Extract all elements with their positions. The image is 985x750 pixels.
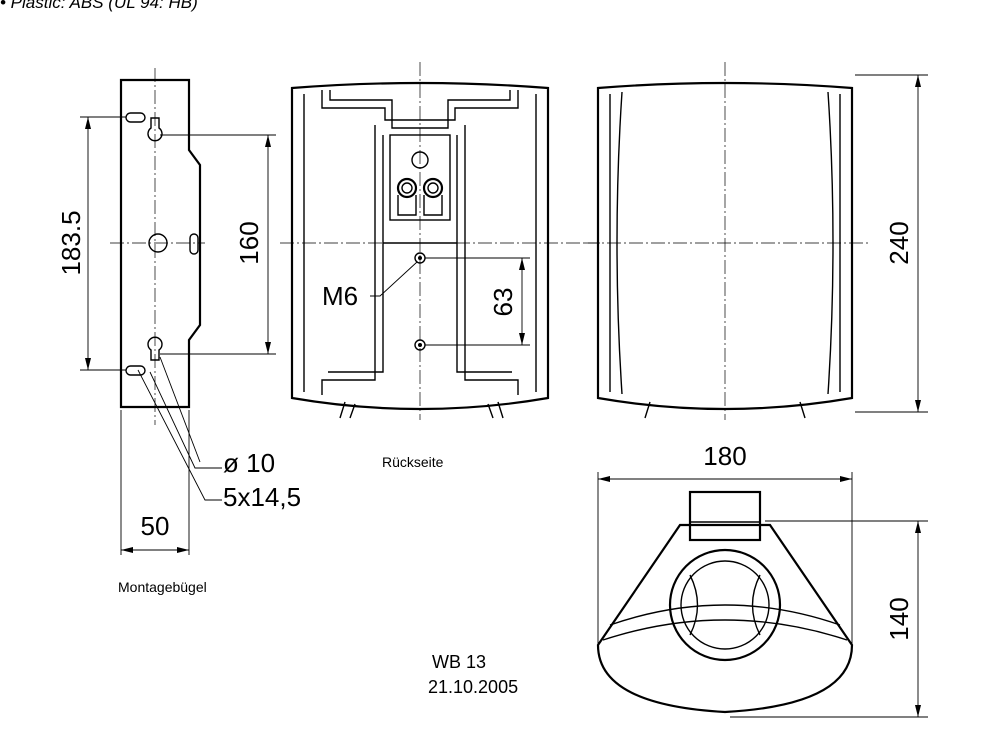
caption-rear: Rückseite [382,454,444,470]
label-slot-size: 5x14,5 [223,482,301,512]
front-outline [596,81,854,411]
bracket-outline [119,78,202,409]
keyhole-bottom [147,336,163,361]
model-code: WB 13 [432,652,486,672]
bracket-slot-top [125,112,146,123]
bracket-center-hole [148,233,168,253]
material-note: • Plastic: ABS (UL 94: HB) [0,0,198,12]
dim-50: 50 [141,511,170,541]
dim-240: 240 [884,221,914,264]
dim-140: 140 [884,597,914,640]
caption-bracket: Montagebügel [118,579,207,595]
front-view: 240 [585,62,928,420]
dim-160: 160 [234,221,264,264]
rear-view: 63 M6 Rückseite [280,62,600,470]
top-view: 180 140 [596,441,928,718]
bracket-side-slot [189,233,199,255]
bracket-slot-bottom [125,365,146,376]
drawing-date: 21.10.2005 [428,677,518,697]
terminal-right [422,177,444,199]
bracket-view: 183.5 160 50 ø 10 5x14,5 Montagebügel [56,68,301,595]
terminal-left [396,177,418,199]
label-m6: M6 [322,281,358,311]
keyhole-top [147,117,163,142]
dim-183-5: 183.5 [56,210,86,275]
top-ring-outer [668,548,782,662]
terminal-block [389,134,451,221]
dim-63: 63 [488,288,518,317]
rear-channel [321,90,519,121]
rear-outline [290,81,550,411]
top-body-outline [596,523,854,714]
top-neck [688,490,762,542]
dim-180: 180 [703,441,746,471]
label-hole-diameter: ø 10 [223,448,275,478]
